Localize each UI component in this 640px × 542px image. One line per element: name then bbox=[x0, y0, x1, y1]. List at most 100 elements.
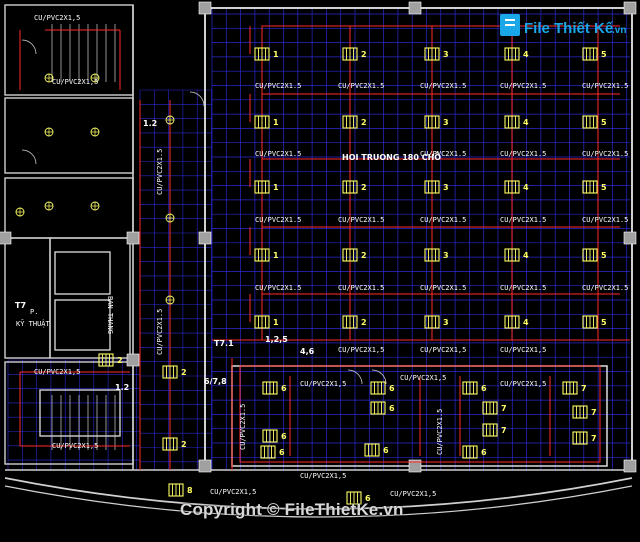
file-icon-line bbox=[505, 19, 515, 21]
fixture-number: 5 bbox=[601, 251, 607, 260]
fixture-number: 6 bbox=[281, 432, 287, 441]
circuit-label: CU/PVC2X1.5 bbox=[239, 404, 247, 450]
circuit-label: CU/PVC2X1.5 bbox=[420, 216, 466, 224]
fixture-number: 2 bbox=[361, 50, 367, 59]
circuit-label: CU/PVC2X1.5 bbox=[255, 216, 301, 224]
t7-tag: T7 bbox=[15, 301, 26, 310]
circuit-label: CU/PVC2X1.5 bbox=[338, 284, 384, 292]
structural-column bbox=[623, 459, 637, 473]
grid-lines bbox=[7, 8, 630, 470]
brand-name: File Thiết Kế bbox=[524, 20, 614, 37]
fixture-number: 1 bbox=[273, 50, 279, 59]
fixture-number: 4 bbox=[523, 118, 529, 127]
fixture-number: 1 bbox=[273, 183, 279, 192]
fixture-number: 1 bbox=[273, 118, 279, 127]
circuit-label: CU/PVC2X1,5 bbox=[300, 472, 346, 480]
circuit-tag-a: 1.2 bbox=[143, 119, 157, 128]
fixture-number: 2 bbox=[181, 440, 187, 449]
circuit-label: CU/PVC2X1.5 bbox=[156, 149, 164, 195]
circuit-tag-e: 1.2 bbox=[115, 383, 129, 392]
circuit-tag-b: 1,2,5 bbox=[265, 335, 288, 344]
structural-column bbox=[126, 353, 140, 367]
structural-column bbox=[198, 459, 212, 473]
structural-column bbox=[198, 1, 212, 15]
fixture-number: 1 bbox=[273, 251, 279, 260]
door-swing bbox=[21, 149, 37, 165]
file-icon-line bbox=[505, 24, 515, 26]
circuit-label: CU/PVC2X1.5 bbox=[582, 216, 628, 224]
fixture-number: 7 bbox=[501, 426, 507, 435]
fixture-number: 3 bbox=[443, 318, 449, 327]
fixture-number: 8 bbox=[187, 486, 193, 495]
fixture-number: 2 bbox=[181, 368, 187, 377]
fixture-number: 5 bbox=[601, 183, 607, 192]
fixture-number: 3 bbox=[443, 183, 449, 192]
circuit-wire bbox=[19, 29, 121, 90]
circuit-wire bbox=[249, 293, 620, 322]
circuit-label: CU/PVC2X1.5 bbox=[436, 409, 444, 455]
wall-room bbox=[39, 389, 121, 437]
door-swing bbox=[189, 91, 205, 107]
fixture-number: 6 bbox=[481, 448, 487, 457]
wall-room bbox=[49, 237, 131, 359]
circuit-label: CU/PVC2X1.5 bbox=[255, 82, 301, 90]
fixture-number: 5 bbox=[601, 318, 607, 327]
circuit-label: CU/PVC2X1,5 bbox=[52, 442, 98, 450]
circuit-label: CU/PVC2X1.5 bbox=[420, 284, 466, 292]
fixture-number: 6 bbox=[279, 448, 285, 457]
structural-column bbox=[408, 459, 422, 473]
structural-column bbox=[623, 231, 637, 245]
fixture-number: 6 bbox=[365, 494, 371, 503]
circuit-label: CU/PVC2X1.5 bbox=[338, 216, 384, 224]
walls bbox=[0, 1, 637, 518]
door-swing bbox=[347, 369, 363, 385]
door-swing bbox=[371, 369, 387, 385]
wall-room bbox=[4, 177, 134, 239]
fixture-number: 6 bbox=[281, 384, 287, 393]
fixture-number: 3 bbox=[443, 118, 449, 127]
fixture-number: 2 bbox=[361, 118, 367, 127]
circuit-wire bbox=[249, 158, 620, 187]
structural-column bbox=[408, 1, 422, 15]
circuit-label: CU/PVC2X1.5 bbox=[255, 284, 301, 292]
circuit-label: CU/PVC2X1,5 bbox=[420, 346, 466, 354]
structural-column bbox=[0, 231, 12, 245]
fixture-number: 6 bbox=[383, 446, 389, 455]
stair-room-label: BAN THANG bbox=[106, 296, 114, 334]
brand-logo: File Thiết Kế .vn bbox=[500, 14, 626, 37]
circuit-label: CU/PVC2X1,5 bbox=[34, 368, 80, 376]
fixture-number: 7 bbox=[501, 404, 507, 413]
circuit-label: CU/PVC2X1.5 bbox=[582, 284, 628, 292]
circuit-label: CU/PVC2X1,5 bbox=[400, 374, 446, 382]
fixture-number: 6 bbox=[481, 384, 487, 393]
circuit-label: CU/PVC2X1.5 bbox=[500, 216, 546, 224]
fixture-number: 2 bbox=[361, 318, 367, 327]
brand-domain: .vn bbox=[612, 25, 626, 36]
circuit-wire bbox=[239, 365, 601, 463]
circuit-label: CU/PVC2X1,5 bbox=[390, 490, 436, 498]
wall-room bbox=[54, 251, 111, 295]
circuit-label: CU/PVC2X1.5 bbox=[255, 150, 301, 158]
circuit-label: CU/PVC2X1.5 bbox=[582, 82, 628, 90]
circuit-label: CU/PVC2X1,5 bbox=[300, 380, 346, 388]
wall-room bbox=[4, 237, 51, 359]
circuit-label: CU/PVC2X1.5 bbox=[582, 150, 628, 158]
fixture-number: 2 bbox=[117, 356, 123, 365]
circuit-label: CU/PVC2X1,5 bbox=[210, 488, 256, 496]
fixture-number: 6 bbox=[389, 384, 395, 393]
fixture-number: 7 bbox=[591, 408, 597, 417]
t71-tag: T7.1 bbox=[214, 339, 234, 348]
circuit-label: CU/PVC2X1.5 bbox=[500, 284, 546, 292]
fixture-number: 5 bbox=[601, 50, 607, 59]
fixture-number: 3 bbox=[443, 50, 449, 59]
circuit-label: CU/PVC2X1.5 bbox=[500, 82, 546, 90]
circuit-label: CU/PVC2X1.5 bbox=[420, 82, 466, 90]
hall-title: HOI TRUONG 180 CHỖ bbox=[342, 150, 441, 162]
tech-room-label: P. bbox=[30, 308, 38, 316]
fixture-number: 1 bbox=[273, 318, 279, 327]
tech-room-label-2: KỸ THUẬT bbox=[16, 319, 51, 328]
fixture-number: 3 bbox=[443, 251, 449, 260]
